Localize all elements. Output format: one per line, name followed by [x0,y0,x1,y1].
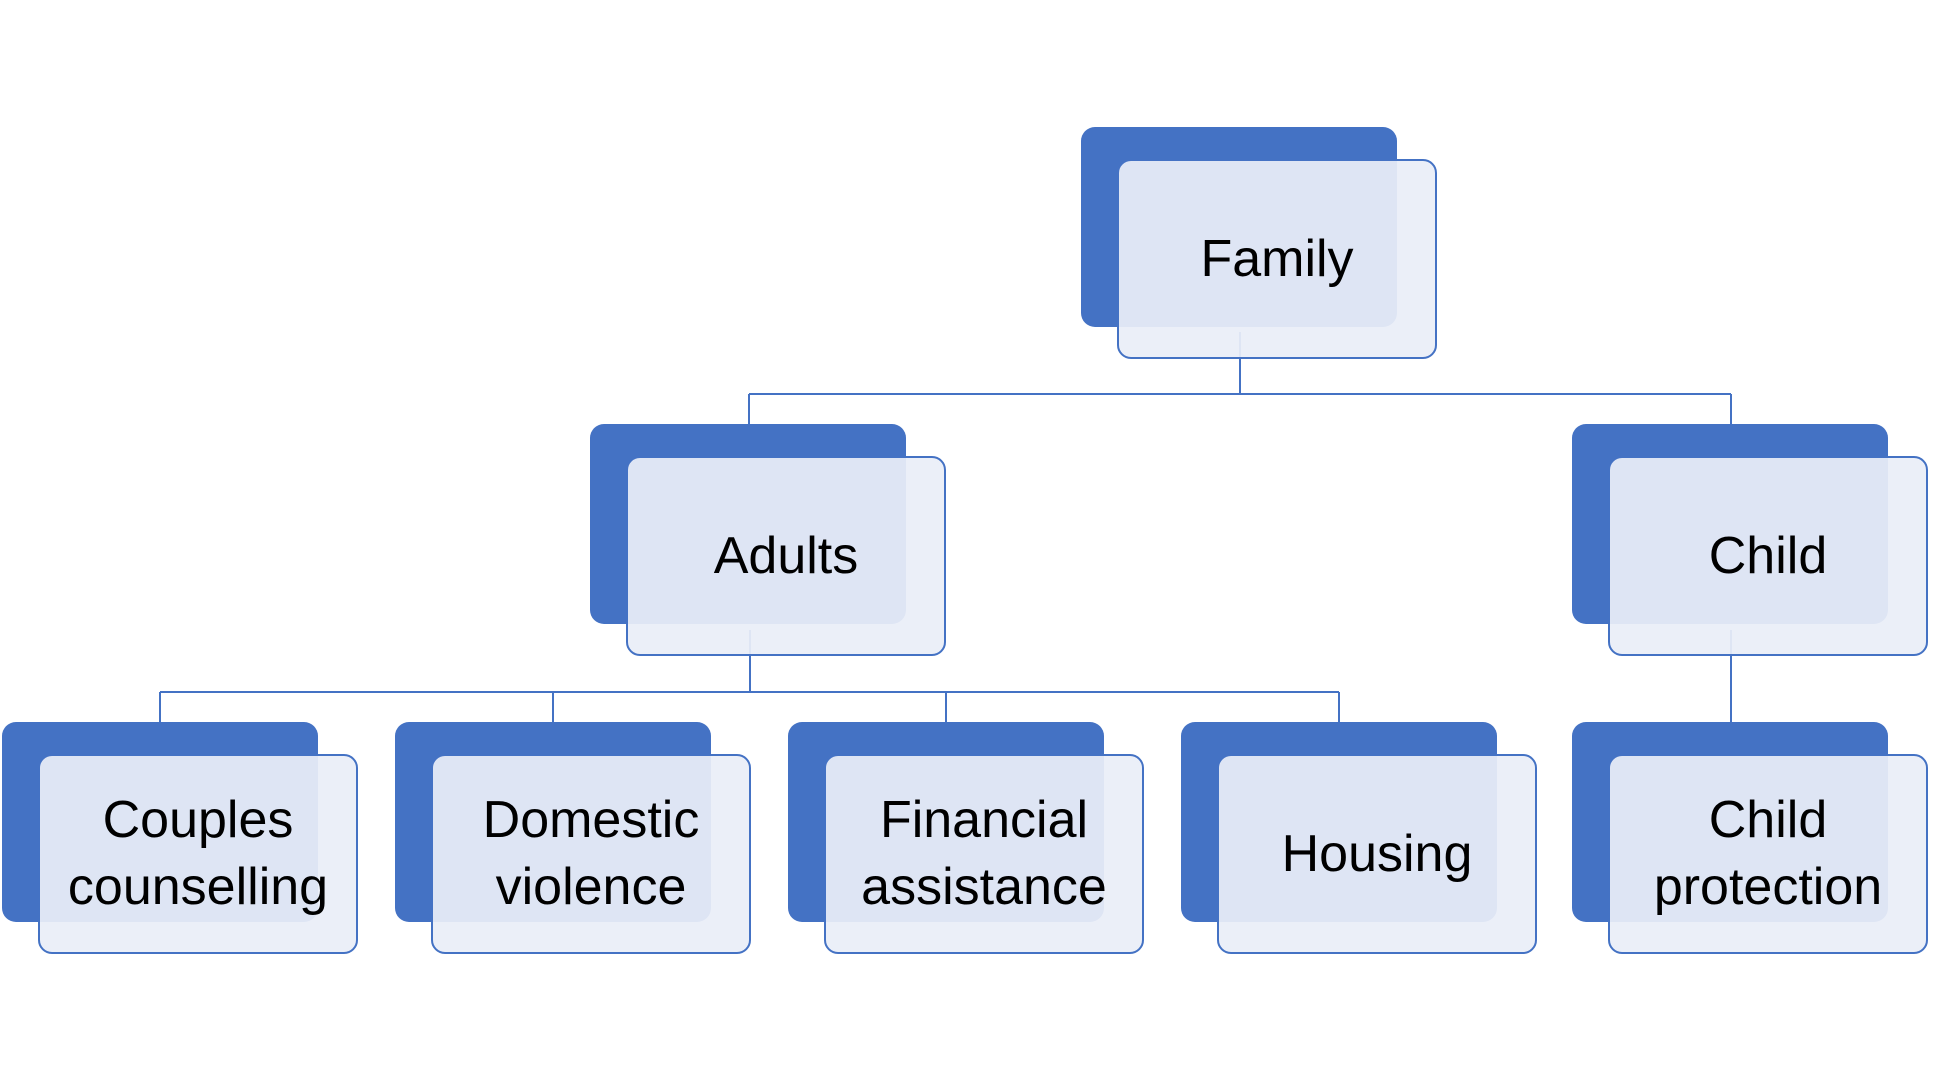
node-label: Couples counselling [67,791,329,916]
node-label: Financial assistance [861,791,1107,916]
node-label: Family [1200,229,1354,288]
node-label: Child protection [1653,791,1883,916]
node-domestic-violence: Domestic violence [395,722,753,954]
node-front-card: Child [1608,456,1928,656]
node-financial-assistance: Financial assistance [788,722,1146,954]
node-label: Adults [713,526,859,585]
node-front-card: Financial assistance [824,754,1144,954]
node-front-card: Couples counselling [38,754,358,954]
node-housing: Housing [1181,722,1539,954]
node-front-card: Family [1117,159,1437,359]
node-family: Family [1081,127,1439,359]
node-front-card: Housing [1217,754,1537,954]
node-couples-counselling: Couples counselling [2,722,360,954]
node-front-card: Adults [626,456,946,656]
node-front-card: Child protection [1608,754,1928,954]
node-label: Housing [1281,824,1473,883]
node-label: Child [1708,526,1828,585]
node-front-card: Domestic violence [431,754,751,954]
node-child: Child [1572,424,1930,656]
node-adults: Adults [590,424,948,656]
node-child-protection: Child protection [1572,722,1930,954]
node-label: Domestic violence [482,791,700,916]
